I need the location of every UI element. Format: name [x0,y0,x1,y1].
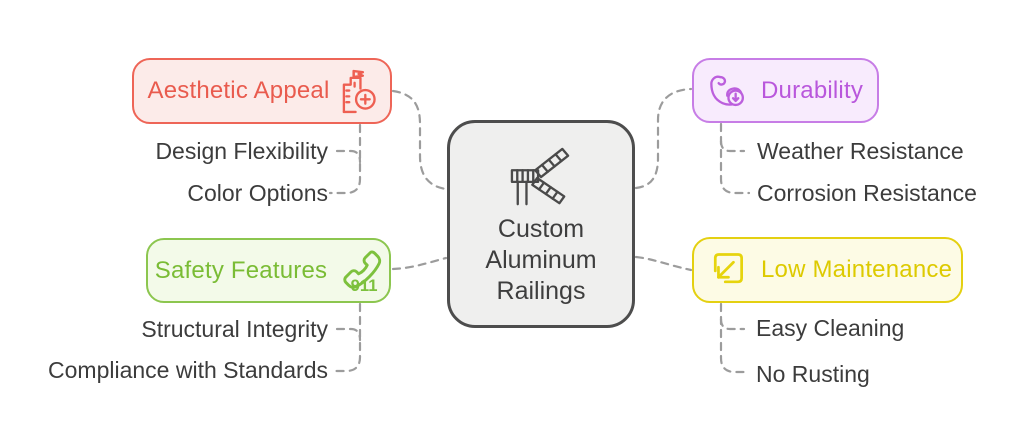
connector-center-to-lowmaintenance [634,255,693,272]
connector-safety-child-branch [335,327,362,342]
subtopic-corrosion-resistance: Corrosion Resistance [757,180,977,206]
connector-aesthetic-to-center [391,89,448,191]
topic-label-aesthetic-appeal: Aesthetic Appeal [147,77,330,104]
bicep-strength-icon [710,75,745,106]
railing-icon [510,147,570,206]
center-title-line-2: Aluminum [485,246,597,274]
topic-node-durability: Durability [692,58,879,123]
building-add-icon [342,69,376,113]
topic-node-safety-features: Safety Features 911 [146,238,391,303]
phone-badge-text: 911 [351,276,378,294]
center-node-title: Custom Aluminum Railings [485,214,596,307]
emergency-phone-911-icon: 911 [343,250,382,294]
subtopic-weather-resistance: Weather Resistance [757,138,964,164]
subtopic-design-flexibility: Design Flexibility [155,138,328,164]
topic-label-durability: Durability [761,76,864,104]
center-node-custom-aluminum-railings: Custom Aluminum Railings [447,120,635,328]
connector-low-children [719,302,751,374]
connector-safety-children [329,302,362,373]
connector-low-child-branch [719,317,746,331]
subtopic-no-rusting: No Rusting [756,361,870,387]
topic-label-low-maintenance: Low Maintenance [761,256,953,283]
topic-node-low-maintenance: Low Maintenance [692,237,963,303]
topic-node-aesthetic-appeal: Aesthetic Appeal [132,58,392,124]
subtopic-compliance-with-standards: Compliance with Standards [48,357,328,383]
center-title-line-3: Railings [496,277,586,305]
minimize-arrow-icon [713,253,743,284]
topic-label-safety-features: Safety Features [154,256,328,284]
connector-safety-to-center [391,256,448,271]
connector-aesthetic-child-branch [335,149,362,164]
connector-aesthetic-children [328,123,362,195]
connector-center-to-durability [634,87,693,190]
subtopic-easy-cleaning: Easy Cleaning [756,315,905,341]
connector-durability-children [719,122,751,195]
connector-durability-child-branch [719,139,746,153]
subtopic-structural-integrity: Structural Integrity [141,316,328,342]
subtopic-color-options: Color Options [187,180,328,206]
center-title-line-1: Custom [497,215,585,243]
